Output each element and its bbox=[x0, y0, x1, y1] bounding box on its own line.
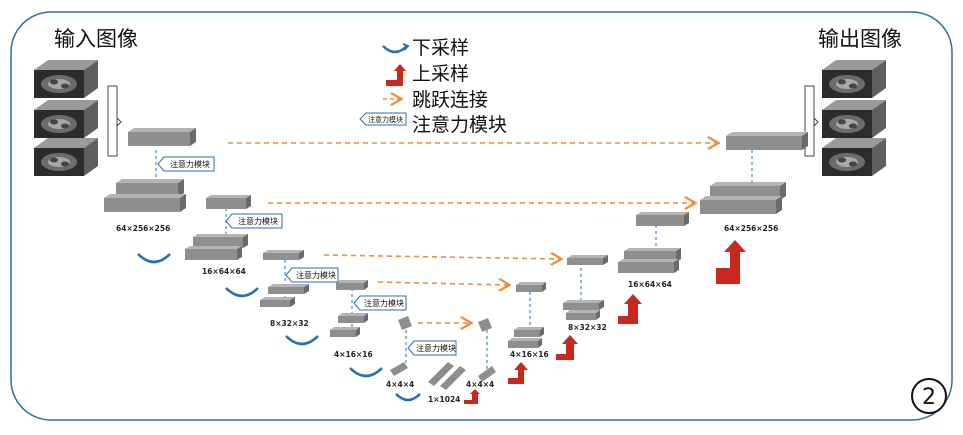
attention-tag: 注意力模块 bbox=[225, 213, 283, 229]
bracket-icon bbox=[107, 85, 118, 157]
up-arrow-icon bbox=[556, 335, 578, 360]
block bbox=[624, 248, 681, 262]
block bbox=[567, 255, 608, 265]
block bbox=[263, 250, 304, 260]
down-arrow-icon bbox=[395, 393, 421, 402]
dim-enc2: 16×64×64 bbox=[202, 267, 246, 276]
dim-enc5: 4×4×4 bbox=[386, 380, 414, 389]
input-title: 输入图像 bbox=[54, 27, 138, 51]
dim-enc1: 64×256×256 bbox=[116, 224, 170, 233]
block bbox=[330, 327, 360, 337]
block bbox=[514, 327, 544, 337]
mri-slice-icon bbox=[34, 60, 98, 98]
corner-badge-number: 2 bbox=[922, 385, 936, 410]
block bbox=[516, 282, 546, 292]
diagram-frame bbox=[10, 11, 953, 421]
attention-tags: 注意力模块 注意力模块 注意力模块 注意力模块 注意力模块 bbox=[157, 156, 457, 356]
block bbox=[478, 366, 496, 382]
input-images bbox=[34, 60, 122, 176]
block bbox=[268, 284, 309, 294]
mri-slice-icon bbox=[34, 138, 98, 176]
down-arrow-icon bbox=[349, 367, 383, 378]
attention-tag: 注意力模块 bbox=[157, 156, 215, 172]
down-arrow-icon bbox=[137, 253, 171, 264]
legend-attention-tag-text: 注意力模块 bbox=[368, 115, 403, 124]
mri-slice-icon bbox=[34, 100, 98, 138]
block bbox=[563, 300, 604, 310]
block bbox=[338, 313, 368, 323]
block bbox=[398, 316, 412, 330]
block bbox=[618, 259, 679, 273]
svg-text:注意力模块: 注意力模块 bbox=[238, 216, 278, 226]
up-arrow-icon bbox=[716, 240, 746, 284]
block bbox=[478, 318, 492, 332]
attention-tag: 注意力模块 bbox=[407, 340, 457, 356]
down-arrow-icon bbox=[382, 45, 408, 54]
up-arrow-icon bbox=[508, 362, 528, 384]
block bbox=[260, 297, 295, 307]
legend: 下采样 上采样 跳跃连接 注意力模块 注意力模块 bbox=[359, 37, 507, 136]
mri-slice-icon bbox=[822, 100, 886, 138]
mri-slice-icon bbox=[822, 60, 886, 98]
up-arrow-icon bbox=[618, 294, 642, 324]
svg-text:注意力模块: 注意力模块 bbox=[170, 159, 210, 169]
block bbox=[185, 246, 242, 260]
up-arrow-icon bbox=[386, 64, 406, 86]
svg-text:注意力模块: 注意力模块 bbox=[416, 343, 456, 353]
downsample-arrows bbox=[137, 253, 421, 402]
block bbox=[428, 362, 454, 386]
mri-slice-icon bbox=[822, 138, 886, 176]
block bbox=[116, 179, 184, 197]
down-arrow-icon bbox=[225, 287, 259, 298]
block bbox=[440, 366, 466, 390]
block bbox=[128, 128, 196, 146]
block bbox=[566, 310, 600, 320]
svg-text:注意力模块: 注意力模块 bbox=[296, 270, 336, 280]
dim-dec5: 4×4×4 bbox=[466, 380, 494, 389]
dim-enc3: 8×32×32 bbox=[270, 319, 309, 328]
svg-text:注意力模块: 注意力模块 bbox=[364, 298, 404, 308]
dim-dec3: 8×32×32 bbox=[568, 323, 607, 332]
skip-connections bbox=[228, 143, 717, 323]
attention-tag: 注意力模块 bbox=[285, 267, 339, 283]
block bbox=[636, 212, 689, 226]
dimension-labels: 64×256×256 16×64×64 8×32×32 4×16×16 4×4×… bbox=[116, 224, 778, 404]
upsample-arrows bbox=[464, 240, 746, 404]
up-arrow-icon bbox=[464, 389, 480, 404]
network-blocks bbox=[104, 128, 808, 390]
attention-tag: 注意力模块 bbox=[353, 295, 407, 311]
block bbox=[508, 338, 542, 348]
block bbox=[193, 234, 248, 248]
block bbox=[726, 132, 808, 150]
dim-dec1: 64×256×256 bbox=[724, 224, 778, 233]
block bbox=[390, 362, 408, 376]
legend-attention: 注意力模块 bbox=[412, 114, 507, 136]
dim-dec4: 4×16×16 bbox=[510, 350, 549, 359]
legend-skip: 跳跃连接 bbox=[412, 89, 488, 111]
block bbox=[700, 196, 782, 214]
down-arrow-icon bbox=[285, 335, 319, 346]
output-images bbox=[804, 60, 886, 176]
corner-badge: 2 bbox=[911, 378, 947, 414]
dim-bottleneck: 1×1024 bbox=[428, 395, 460, 404]
output-title: 输出图像 bbox=[818, 27, 902, 51]
legend-downsample: 下采样 bbox=[412, 37, 469, 59]
legend-upsample: 上采样 bbox=[412, 63, 469, 85]
block bbox=[104, 194, 186, 212]
block bbox=[206, 195, 251, 209]
dim-enc4: 4×16×16 bbox=[334, 350, 373, 359]
block bbox=[336, 280, 368, 290]
dim-dec2: 16×64×64 bbox=[628, 280, 672, 289]
